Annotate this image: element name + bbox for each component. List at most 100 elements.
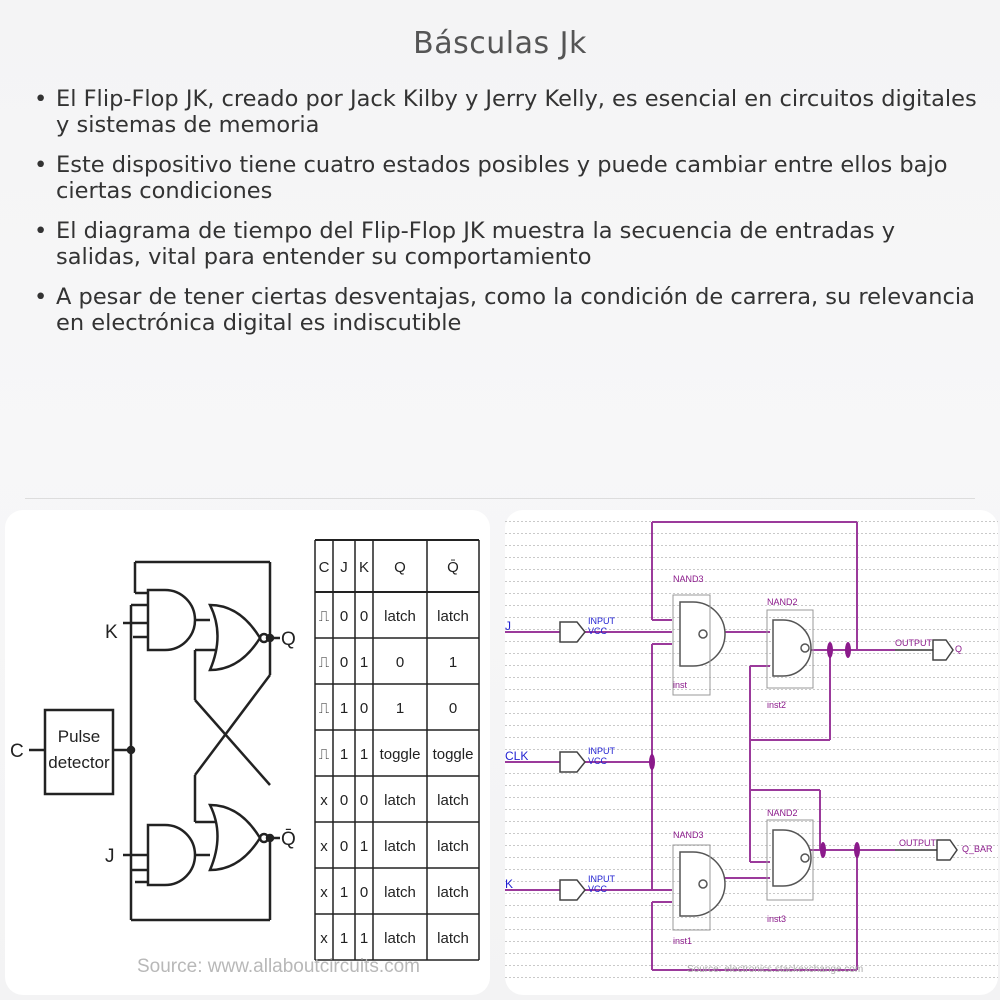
nand2-bottom-frame xyxy=(766,819,814,901)
table-cell: toggle xyxy=(380,746,421,763)
table-header-cell: J xyxy=(340,559,348,576)
bullet-item: • El diagrama de tiempo del Flip-Flop JK … xyxy=(30,218,980,270)
table-cell: 0 xyxy=(396,654,404,671)
and-gate-top xyxy=(146,588,197,652)
left-source-text: Source: www.allaboutcircuits.com xyxy=(137,956,420,977)
label-qbar: Q̄ xyxy=(281,829,296,850)
table-cell: ⎍ xyxy=(319,700,330,717)
table-cell: 0 xyxy=(340,654,348,671)
vcc-label: VCC xyxy=(588,626,608,636)
gate-label-nand2-top: NAND2 xyxy=(767,597,798,607)
bullet-list: •El Flip-Flop JK, creado por Jack Kilby … xyxy=(30,86,980,350)
inst-label: inst1 xyxy=(673,936,692,946)
output-label-qbar: Q_BAR xyxy=(962,844,993,854)
table-cell: 0 xyxy=(360,700,368,717)
nand2-gate-bottom xyxy=(772,829,812,887)
input-tag: INPUT xyxy=(588,616,616,626)
table-cell: 0 xyxy=(360,884,368,901)
table-cell: x xyxy=(320,792,328,809)
table-header-cell: C xyxy=(319,559,330,576)
input-tag: INPUT xyxy=(588,874,616,884)
nand2-gate-top xyxy=(772,619,812,677)
right-diagram-panel: J CLK K INPUT VCC INPUT VCC INPUT VCC NA… xyxy=(505,510,998,995)
table-cell: 1 xyxy=(360,838,368,855)
table-cell: 0 xyxy=(360,792,368,809)
output-pin-qbar xyxy=(936,839,958,861)
output-tag: OUTPUT xyxy=(899,838,937,848)
pulse-label-2: detector xyxy=(48,753,110,772)
bullet-item: • A pesar de tener ciertas desventajas, c… xyxy=(30,284,980,336)
table-cell: x xyxy=(320,838,328,855)
pulse-detector-box xyxy=(43,708,115,796)
table-cell: latch xyxy=(437,884,469,901)
table-cell: latch xyxy=(384,838,416,855)
label-q: Q xyxy=(281,629,296,650)
input-label-j: J xyxy=(505,619,511,633)
input-tag: INPUT xyxy=(588,746,616,756)
table-cell: latch xyxy=(437,792,469,809)
output-tag: OUTPUT xyxy=(895,638,933,648)
table-cell: 1 xyxy=(340,930,348,947)
label-j: J xyxy=(105,846,115,867)
label-c: C xyxy=(10,741,24,762)
vcc-label: VCC xyxy=(588,756,608,766)
nor-gate-top xyxy=(207,603,262,672)
label-k: K xyxy=(105,622,118,643)
table-cell: x xyxy=(320,930,328,947)
bullet-dot-icon: • xyxy=(34,284,48,310)
nor-gate-bottom xyxy=(207,803,262,872)
table-cell: ⎍ xyxy=(319,654,330,671)
inst-label: inst3 xyxy=(767,914,786,924)
table-cell: 1 xyxy=(449,654,457,671)
jk-schematic: J CLK K INPUT VCC INPUT VCC INPUT VCC NA… xyxy=(505,518,998,988)
inst-label: inst2 xyxy=(767,700,786,710)
nand3-top-frame xyxy=(672,594,711,696)
bullet-item: •El Flip-Flop JK, creado por Jack Kilby … xyxy=(30,86,980,138)
table-cell: 0 xyxy=(340,792,348,809)
output-label-q: Q xyxy=(955,644,962,654)
gate-label-nand3-top: NAND3 xyxy=(673,574,704,584)
input-pin-j xyxy=(559,621,586,643)
bullet-text: El diagrama de tiempo del Flip-Flop JK m… xyxy=(56,218,896,270)
slide-title: Básculas Jk xyxy=(413,26,587,61)
table-cell: 1 xyxy=(340,700,348,717)
and-gate-bottom xyxy=(146,823,197,887)
input-pin-clk xyxy=(559,751,586,773)
schematic-grid xyxy=(505,518,998,988)
nand2-top-frame xyxy=(766,609,814,689)
nand2-top-bubble xyxy=(800,643,810,653)
table-cell: latch xyxy=(437,930,469,947)
table-cell: latch xyxy=(437,838,469,855)
table-cell: 0 xyxy=(340,838,348,855)
table-cell: latch xyxy=(437,608,469,625)
table-cell: 1 xyxy=(360,930,368,947)
right-source-text: Source: electronics.stackexchange.com xyxy=(687,964,863,975)
table-header-cell: Q̄ xyxy=(447,559,459,576)
input-label-clk: CLK xyxy=(505,749,528,763)
table-cell: ⎍ xyxy=(319,746,330,763)
table-cell: toggle xyxy=(433,746,474,763)
table-cell: 1 xyxy=(340,884,348,901)
bullet-dot-icon: • xyxy=(34,86,48,112)
gate-label-nand2-bottom: NAND2 xyxy=(767,808,798,818)
nand3-bottom-bubble xyxy=(698,879,708,889)
table-cell: x xyxy=(320,884,328,901)
output-pin-q xyxy=(932,639,954,661)
bullet-text: A pesar de tener ciertas desventajas, co… xyxy=(56,284,975,336)
table-cell: latch xyxy=(384,792,416,809)
table-cell: ⎍ xyxy=(319,608,330,625)
nand2-bottom-bubble xyxy=(800,853,810,863)
table-cell: 1 xyxy=(396,700,404,717)
table-cell: 1 xyxy=(360,654,368,671)
bullet-dot-icon: • xyxy=(34,152,48,178)
bullet-dot-icon: • xyxy=(34,218,48,244)
table-cell: latch xyxy=(384,884,416,901)
input-label-k: K xyxy=(505,877,513,891)
vcc-label: VCC xyxy=(588,884,608,894)
nand3-bottom-frame xyxy=(672,844,711,931)
bullet-item: •Este dispositivo tiene cuatro estados p… xyxy=(30,152,980,204)
table-cell: 0 xyxy=(449,700,457,717)
